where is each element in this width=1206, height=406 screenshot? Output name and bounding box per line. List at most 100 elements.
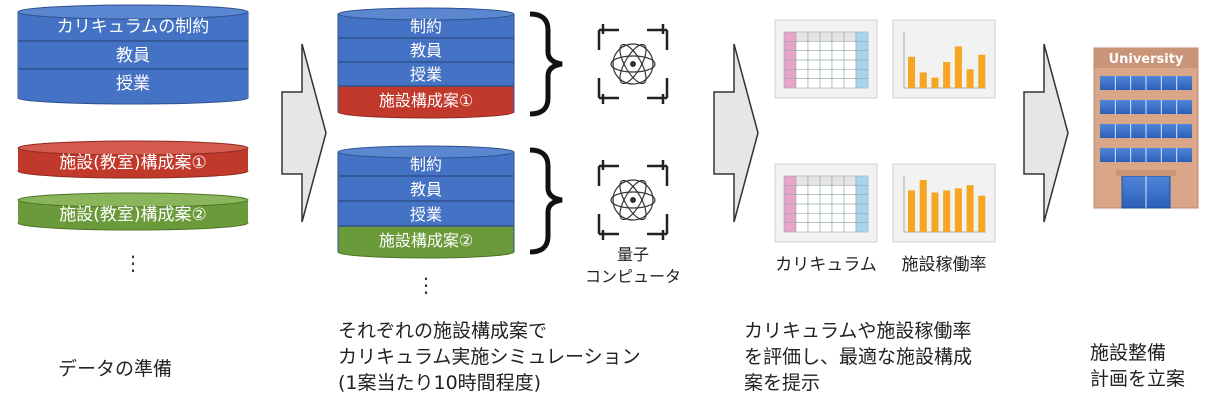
data-stack: カリキュラムの制約 教員 授業 [17, 4, 249, 105]
table-cell [807, 185, 821, 195]
table-cell [795, 41, 809, 51]
quantum-label-line2: コンピュータ [585, 267, 681, 286]
table-cell [783, 222, 797, 233]
table-cell [855, 31, 869, 42]
table-cell [783, 175, 797, 186]
table-cell [783, 69, 797, 79]
sim1-label-classes: 授業 [410, 65, 442, 84]
step2-line1: それぞれの施設構成案で [338, 320, 548, 342]
table-cell [843, 59, 857, 70]
table-cell [855, 194, 869, 205]
chart-bar [978, 54, 986, 88]
table-cell [843, 69, 857, 79]
table-cell [843, 222, 857, 233]
utilization-chart-bottom [892, 163, 996, 243]
table-cell [807, 213, 821, 223]
utilization-chart-top [892, 19, 996, 99]
table-cell [807, 59, 821, 70]
chart-bar [931, 77, 939, 88]
table-cell [795, 78, 809, 89]
table-cell [831, 175, 845, 186]
table-cell [783, 78, 797, 89]
university-sign: University [1109, 52, 1184, 67]
facility-plan-1-disk: 施設(教室)構成案① [17, 140, 249, 179]
table-cell [795, 59, 809, 70]
table-cell [783, 213, 797, 223]
step2-line2: カリキュラム実施シミュレーション [338, 346, 641, 368]
chart-bar [943, 62, 951, 88]
curriculum-table-bottom [774, 163, 878, 243]
table-cell [795, 175, 809, 186]
table-cell [795, 194, 809, 205]
stack-label-constraints: カリキュラムの制約 [57, 17, 210, 37]
step3-caption: カリキュラムや施設稼働率 を評価し、最適な施設構成 案を提示 [744, 318, 972, 396]
quantum-label-line1: 量子 [617, 245, 649, 264]
table-cell [831, 203, 845, 214]
table-cell [819, 222, 833, 233]
table-cell [807, 78, 821, 89]
table-cell [855, 175, 869, 186]
table-cell [831, 222, 845, 233]
table-cell [855, 50, 869, 61]
step2-caption: それぞれの施設構成案で カリキュラム実施シミュレーション (1案当たり10時間程… [338, 318, 641, 396]
chart-bar [954, 188, 962, 232]
utilization-label: 施設稼働率 [902, 255, 987, 275]
sim2-label-constraints: 制約 [410, 155, 442, 174]
chart-bar [966, 185, 974, 232]
step3-line2: を評価し、最適な施設構成 [744, 346, 973, 368]
table-cell [807, 41, 821, 51]
step3-line1: カリキュラムや施設稼働率 [744, 320, 972, 342]
quantum-computer-icon [597, 160, 669, 240]
table-cell [831, 213, 845, 223]
sim2-label-classes: 授業 [410, 205, 442, 224]
table-cell [807, 175, 821, 186]
table-cell [819, 59, 833, 70]
chart-bar [931, 192, 939, 232]
sim2-label-teachers: 教員 [410, 180, 442, 199]
table-cell [783, 41, 797, 51]
table-cell [795, 213, 809, 223]
table-cell [819, 194, 833, 205]
table-cell [783, 194, 797, 205]
table-cell [831, 78, 845, 89]
table-cell [807, 50, 821, 61]
table-cell [855, 185, 869, 195]
table-cell [855, 69, 869, 79]
brace-1-icon [529, 11, 563, 117]
step4-line2: 計画を立案 [1090, 368, 1186, 390]
facility-plan-2-label: 施設(教室)構成案② [59, 205, 207, 225]
curriculum-table-top [774, 19, 878, 99]
facility-plan-1-label: 施設(教室)構成案① [59, 153, 207, 173]
table-cell [843, 194, 857, 205]
chart-bar [908, 190, 916, 232]
table-cell [819, 175, 833, 186]
table-cell [843, 175, 857, 186]
table-cell [795, 222, 809, 233]
arrow-1-icon [281, 43, 327, 223]
col1-ellipsis: ⋮ [123, 251, 143, 275]
chart-bar [919, 72, 927, 88]
table-cell [831, 31, 845, 42]
table-cell [843, 50, 857, 61]
table-cell [831, 41, 845, 51]
sim1-label-plan: 施設構成案① [379, 91, 473, 110]
arrow-2-icon [713, 43, 759, 223]
chart-bar [943, 190, 951, 232]
step4-caption: 施設整備 計画を立案 [1090, 340, 1185, 392]
step4-line1: 施設整備 [1090, 342, 1167, 364]
table-cell [819, 69, 833, 79]
table-cell [783, 59, 797, 70]
table-cell [855, 203, 869, 214]
table-cell [831, 194, 845, 205]
table-cell [783, 50, 797, 61]
table-cell [819, 41, 833, 51]
table-cell [795, 50, 809, 61]
simulation-stack-1: 制約 教員 授業 施設構成案① [337, 7, 515, 119]
table-cell [819, 31, 833, 42]
table-cell [843, 78, 857, 89]
facility-plan-2-disk: 施設(教室)構成案② [17, 192, 249, 231]
stack-label-classes: 授業 [116, 74, 150, 94]
table-cell [795, 203, 809, 214]
table-cell [819, 203, 833, 214]
